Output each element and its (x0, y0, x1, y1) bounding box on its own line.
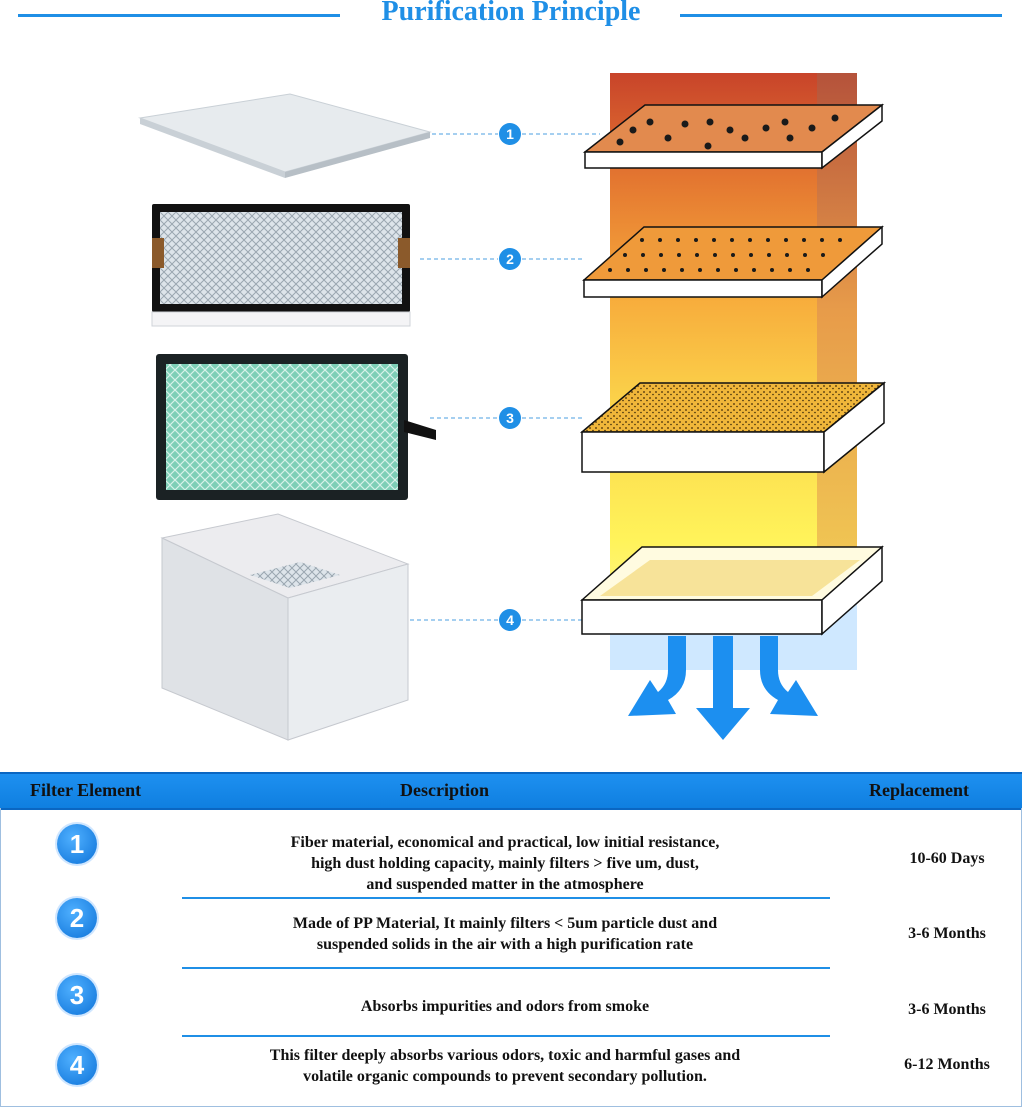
layer-2-fine (582, 225, 884, 299)
row-separator-1 (182, 897, 830, 899)
row-4-desc-line-1: This filter deeply absorbs various odors… (269, 1047, 741, 1064)
header-replacement: Replacement (869, 780, 969, 800)
marker-4-label: 4 (506, 612, 514, 628)
row-2-number-badge: 2 (57, 898, 97, 938)
row-3-number-badge: 3 (57, 975, 97, 1015)
connector-lines (410, 133, 600, 621)
title-bar: Purification Principle (0, 0, 1022, 30)
row-1-replacement: 10-60 Days (909, 850, 985, 867)
marker-2: 2 (499, 248, 521, 270)
row-separator-3 (182, 1035, 830, 1037)
row-1-description: Fiber material, economical and practical… (180, 832, 830, 895)
table-header: Filter Element Description Replacement (0, 772, 1022, 810)
header-filter-element: Filter Element (30, 780, 142, 800)
carbon-mesh-filter-illustration (156, 354, 436, 500)
row-4-replacement: 6-12 Months (904, 1056, 990, 1073)
hepa-filter-illustration (151, 204, 411, 327)
row-3-desc-line-1: Absorbs impurities and odors from smoke (360, 998, 650, 1015)
box-filter-illustration (160, 513, 410, 741)
arrow-left (628, 636, 686, 716)
row-2-replacement: 3-6 Months (908, 925, 986, 942)
row-3-description: Absorbs impurities and odors from smoke (180, 996, 830, 1017)
header-description: Description (400, 780, 489, 800)
row-2-description: Made of PP Material, It mainly filters <… (180, 913, 830, 955)
row-4-number-badge: 4 (57, 1045, 97, 1085)
row-separator-2 (182, 967, 830, 969)
purification-diagram: 1 2 3 4 (138, 73, 887, 741)
pre-filter-illustration (138, 93, 432, 178)
marker-2-label: 2 (506, 251, 514, 267)
row-3-replacement: 3-6 Months (908, 1001, 986, 1018)
title-rule-right (680, 14, 1002, 17)
layer-1-coarse (582, 103, 885, 170)
marker-1-label: 1 (506, 126, 514, 142)
marker-1: 1 (499, 123, 521, 145)
air-column-side (817, 73, 857, 668)
row-2-desc-line-1: Made of PP Material, It mainly filters <… (292, 915, 718, 932)
row-4-desc-line-2: volatile organic compounds to prevent se… (303, 1068, 707, 1085)
title-rule-left (18, 14, 340, 17)
arrow-right (760, 636, 818, 716)
marker-4: 4 (499, 609, 521, 631)
layer-4-box (580, 545, 884, 636)
row-2-desc-line-2: suspended solids in the air with a high … (316, 936, 694, 953)
row-1-desc-line-2: high dust holding capacity, mainly filte… (311, 855, 699, 872)
marker-3: 3 (499, 407, 521, 429)
row-1-desc-line-3: and suspended matter in the atmosphere (366, 876, 644, 893)
row-1-desc-line-1: Fiber material, economical and practical… (290, 834, 720, 851)
clean-air-arrows (628, 636, 818, 740)
marker-3-label: 3 (506, 410, 514, 426)
row-1-number-badge: 1 (57, 824, 97, 864)
page-title: Purification Principle (381, 0, 641, 27)
row-4-description: This filter deeply absorbs various odors… (180, 1045, 830, 1087)
arrow-center (696, 636, 750, 740)
layer-3-carbon (579, 381, 887, 474)
